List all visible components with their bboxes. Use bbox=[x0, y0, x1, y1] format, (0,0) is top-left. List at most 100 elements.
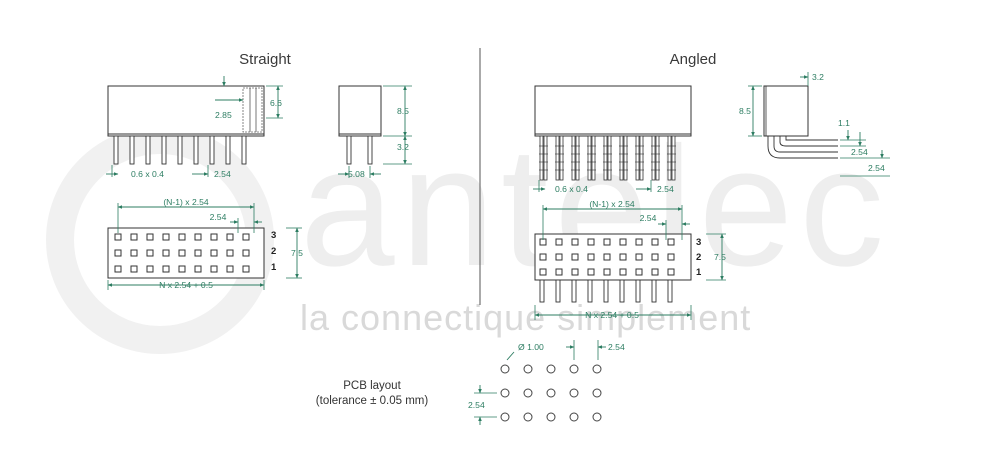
pin bbox=[539, 135, 544, 181]
pcb-pitch-x: 2.54 bbox=[608, 342, 625, 352]
pcb-tolerance: (tolerance ± 0.05 mm) bbox=[316, 395, 429, 407]
contact-hole bbox=[226, 233, 234, 241]
contact-hole bbox=[130, 249, 138, 257]
straight-side-pin-height: 2.85 bbox=[215, 110, 232, 120]
pin bbox=[619, 135, 624, 181]
pin bbox=[225, 135, 231, 165]
contact-hole bbox=[571, 268, 579, 276]
contact-hole bbox=[555, 268, 563, 276]
contact-hole bbox=[667, 238, 675, 246]
angled-top-height: 7.5 bbox=[714, 252, 726, 262]
pin bbox=[113, 135, 119, 165]
angled-top-length: N x 2.54 + 0.5 bbox=[585, 310, 639, 320]
pin bbox=[209, 135, 215, 165]
pcb-hole bbox=[592, 388, 602, 398]
angled-row-1: 1 bbox=[696, 267, 702, 278]
contact-hole bbox=[571, 238, 579, 246]
pcb-hole bbox=[592, 412, 602, 422]
pcb-hole bbox=[500, 388, 510, 398]
straight-top-height: 7.5 bbox=[291, 248, 303, 258]
watermark: antelec la connectique simplement bbox=[46, 112, 884, 354]
contact-hole bbox=[651, 253, 659, 261]
pin bbox=[575, 135, 580, 181]
contact-hole bbox=[194, 265, 202, 273]
contact-hole bbox=[603, 238, 611, 246]
contact-hole bbox=[162, 265, 170, 273]
angled-row-2: 2 bbox=[696, 252, 701, 263]
pcb-hole bbox=[546, 364, 556, 374]
pin bbox=[559, 135, 564, 181]
pin bbox=[619, 279, 625, 303]
contact-hole bbox=[146, 233, 154, 241]
pin bbox=[603, 135, 608, 181]
angled-row-3: 3 bbox=[696, 237, 701, 248]
contact-hole bbox=[587, 253, 595, 261]
angled-title: Angled bbox=[670, 51, 717, 68]
pcb-hole bbox=[569, 388, 579, 398]
pin bbox=[591, 135, 596, 181]
straight-top-pitch: 2.54 bbox=[210, 212, 227, 222]
contact-hole bbox=[603, 268, 611, 276]
angled-end-offset: 1.1 bbox=[838, 118, 850, 128]
pcb-hole-diameter: Ø 1.00 bbox=[518, 342, 544, 352]
contact-hole bbox=[178, 249, 186, 257]
pin bbox=[603, 279, 609, 303]
contact-hole bbox=[210, 233, 218, 241]
contact-hole bbox=[162, 249, 170, 257]
contact-hole bbox=[539, 253, 547, 261]
contact-hole bbox=[114, 265, 122, 273]
contact-hole bbox=[242, 249, 250, 257]
pin bbox=[639, 135, 644, 181]
pcb-hole bbox=[546, 388, 556, 398]
pin bbox=[555, 279, 561, 303]
pin bbox=[193, 135, 199, 165]
contact-hole bbox=[619, 253, 627, 261]
contact-hole bbox=[146, 249, 154, 257]
contact-hole bbox=[587, 238, 595, 246]
pcb-hole bbox=[523, 364, 533, 374]
contact-hole bbox=[651, 268, 659, 276]
contact-hole bbox=[162, 233, 170, 241]
pin bbox=[129, 135, 135, 165]
contact-hole bbox=[587, 268, 595, 276]
straight-pitch: 2.54 bbox=[214, 169, 231, 179]
contact-hole bbox=[226, 249, 234, 257]
straight-end-view: 8.5 3.2 5.08 bbox=[338, 85, 412, 179]
contact-hole bbox=[667, 268, 675, 276]
contact-hole bbox=[130, 233, 138, 241]
contact-hole bbox=[651, 238, 659, 246]
contact-hole bbox=[114, 233, 122, 241]
pin bbox=[635, 135, 640, 181]
pin bbox=[571, 135, 576, 181]
pin bbox=[607, 135, 612, 181]
contact-hole bbox=[194, 233, 202, 241]
contact-hole bbox=[539, 268, 547, 276]
pin bbox=[667, 135, 672, 181]
pcb-hole bbox=[569, 364, 579, 374]
straight-row-3: 3 bbox=[271, 230, 276, 241]
contact-hole bbox=[619, 268, 627, 276]
pcb-hole bbox=[546, 412, 556, 422]
angled-end-top: 3.2 bbox=[812, 72, 824, 82]
contact-hole bbox=[242, 265, 250, 273]
straight-side-view: 2.85 6.6 0.6 x 0.4 2.54 bbox=[106, 76, 283, 179]
contact-hole bbox=[178, 265, 186, 273]
contact-hole bbox=[114, 249, 122, 257]
angled-top-span: (N-1) x 2.54 bbox=[589, 199, 635, 209]
pcb-hole bbox=[523, 388, 533, 398]
pin bbox=[671, 135, 676, 181]
angled-pitch: 2.54 bbox=[657, 184, 674, 194]
straight-top-view: 3 2 1 (N-1) x 2.54 2.54 7.5 N x 2.54 + 0… bbox=[107, 197, 303, 290]
contact-hole bbox=[555, 253, 563, 261]
angled-pin-size: 0.6 x 0.4 bbox=[555, 184, 588, 194]
angled-side-view: 0.6 x 0.4 2.54 bbox=[533, 85, 692, 194]
contact-hole bbox=[226, 265, 234, 273]
contact-hole bbox=[667, 253, 675, 261]
contact-hole bbox=[635, 238, 643, 246]
pcb-pitch-y: 2.54 bbox=[468, 400, 485, 410]
angled-end-pitch-2: 2.54 bbox=[868, 163, 885, 173]
pcb-layout: PCB layout (tolerance ± 0.05 mm) Ø 1.00 … bbox=[316, 340, 625, 425]
contact-hole bbox=[619, 238, 627, 246]
pin bbox=[651, 279, 657, 303]
straight-row-1: 1 bbox=[271, 262, 277, 273]
